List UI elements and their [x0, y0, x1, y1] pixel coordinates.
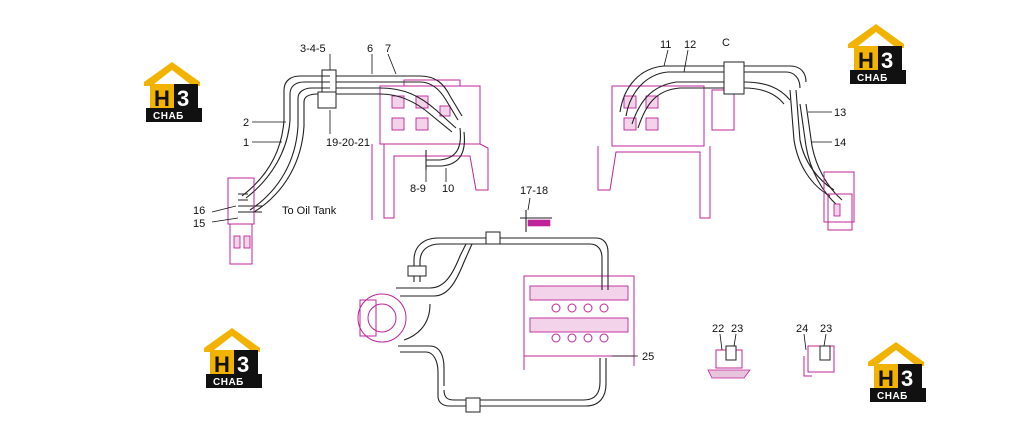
brand-logo-top-right: H 3 СНАБ [848, 24, 906, 84]
right-frame [597, 85, 735, 219]
label-2: 2 [243, 117, 249, 129]
label-14: 14 [834, 137, 846, 149]
label-c: C [722, 37, 730, 49]
label-22: 22 [712, 323, 724, 335]
right-assembly [597, 49, 855, 231]
label-11: 11 [660, 39, 671, 51]
svg-text:3: 3 [901, 366, 913, 391]
label-12: 12 [684, 39, 696, 51]
label-23-left: 23 [731, 323, 743, 335]
left-frame [371, 79, 489, 220]
label-17-18: 17-18 [520, 185, 548, 197]
label-23-right: 23 [820, 323, 832, 335]
label-15: 15 [193, 218, 205, 230]
label-3-4-5: 3-4-5 [300, 43, 326, 55]
label-24: 24 [796, 323, 808, 335]
label-16: 16 [193, 205, 205, 217]
svg-text:СНАБ: СНАБ [877, 391, 908, 402]
svg-text:3: 3 [177, 86, 189, 111]
svg-text:H: H [878, 366, 894, 391]
right-pump-block [823, 171, 855, 231]
left-pump-block [227, 177, 255, 265]
label-7: 7 [385, 43, 391, 55]
label-19-20-21: 19-20-21 [326, 137, 370, 149]
svg-text:3: 3 [237, 352, 249, 377]
center-assembly [357, 197, 638, 413]
label-10: 10 [442, 183, 454, 195]
svg-text:СНАБ: СНАБ [857, 73, 888, 84]
right-pipes [619, 61, 843, 207]
control-valve-block [523, 275, 635, 370]
svg-text:H: H [214, 352, 230, 377]
svg-text:3: 3 [881, 48, 893, 73]
brand-logo-top-left: H 3 СНАБ [144, 62, 202, 122]
label-25: 25 [642, 351, 654, 363]
label-to-oil-tank: To Oil Tank [282, 205, 337, 217]
brand-logo-bottom-left: H 3 СНАБ [204, 328, 262, 388]
detail-fitting-24-23 [803, 333, 835, 377]
detail-fitting-22-23 [707, 333, 751, 379]
svg-text:СНАБ: СНАБ [213, 377, 244, 388]
label-13: 13 [834, 107, 846, 119]
center-pipes [396, 210, 609, 413]
hydraulic-pump [357, 293, 407, 343]
brand-logo-bottom-right: H 3 СНАБ [868, 342, 926, 402]
label-1: 1 [243, 137, 249, 149]
svg-text:H: H [858, 48, 874, 73]
svg-text:H: H [154, 86, 170, 111]
svg-text:СНАБ: СНАБ [153, 111, 184, 122]
left-pipes [238, 69, 465, 213]
label-8-9: 8-9 [410, 183, 426, 195]
label-6: 6 [367, 43, 373, 55]
left-assembly [211, 53, 489, 265]
